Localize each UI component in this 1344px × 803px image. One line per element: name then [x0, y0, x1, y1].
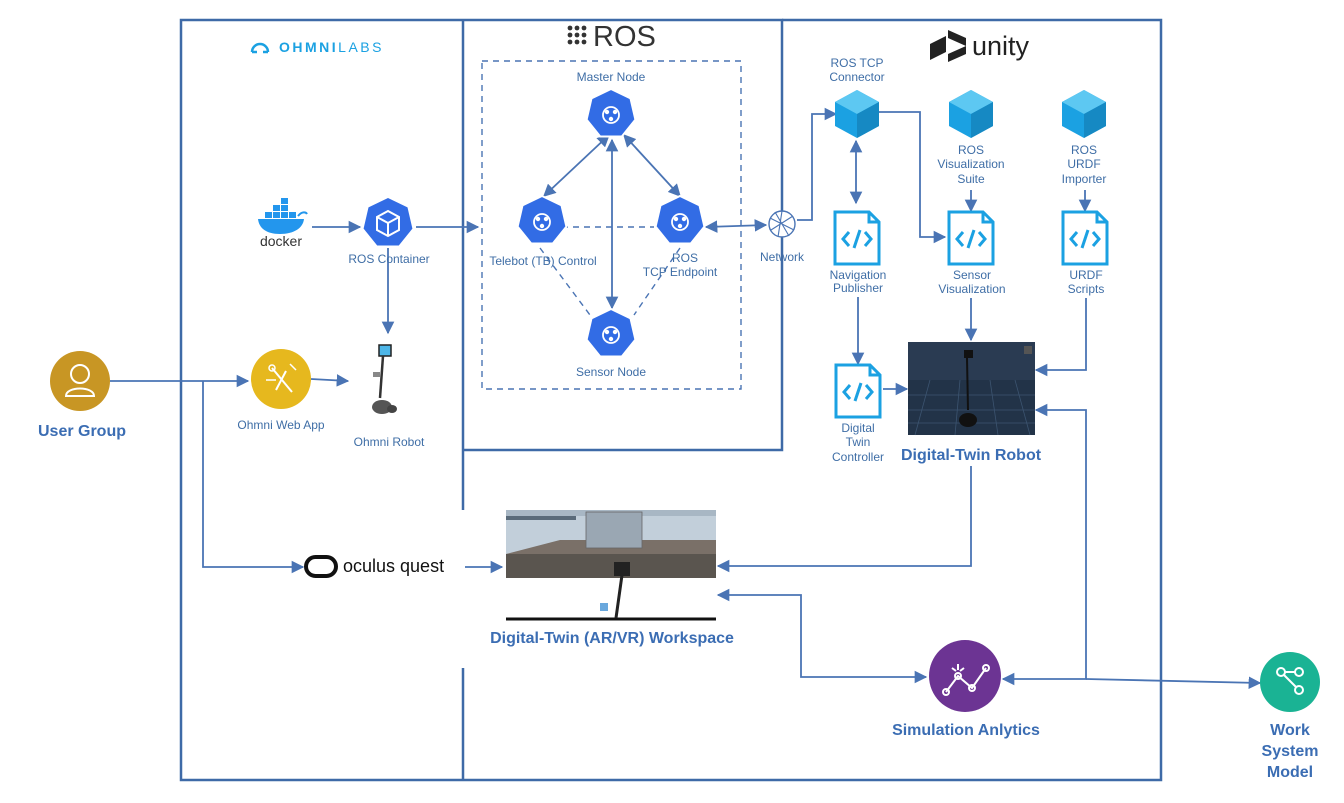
package-cube-icon	[949, 90, 993, 138]
ros-node-icon	[654, 195, 706, 245]
svg-text:Sensor Node: Sensor Node	[576, 365, 646, 379]
svg-text:TCP Endpoint: TCP Endpoint	[643, 265, 718, 279]
simulation-analytics: Simulation Anlytics	[892, 640, 1040, 739]
ros-container: ROS Container	[348, 198, 430, 266]
ohmnilabs-logo: OHMNILABS	[250, 39, 384, 55]
svg-text:Network: Network	[760, 250, 805, 264]
svg-text:Connector: Connector	[829, 70, 884, 84]
analytics-chart-icon	[942, 664, 990, 696]
work-system-model: Work System Model	[1260, 652, 1320, 781]
ros-tcp-endpoint-node: ROS TCP Endpoint	[643, 195, 718, 279]
digital-twin-robot: Digital-Twin Robot	[901, 342, 1042, 464]
workspace-scene-image	[506, 510, 716, 621]
ros-node-icon	[585, 88, 637, 138]
svg-text:Digital-Twin Robot: Digital-Twin Robot	[901, 447, 1042, 464]
digital-twin-controller: Digital Twin Controller	[832, 363, 884, 464]
user-icon	[64, 364, 96, 397]
svg-text:Twin: Twin	[846, 435, 871, 449]
ros-visualization-suite: ROS Visualization Suite	[937, 90, 1005, 186]
svg-text:Importer: Importer	[1062, 172, 1107, 186]
svg-text:docker: docker	[260, 233, 302, 249]
ros-node-icon	[585, 308, 637, 358]
oculus-quest-logo: oculus quest	[304, 555, 444, 578]
docker-logo: docker	[258, 198, 308, 249]
svg-text:ROS Container: ROS Container	[348, 252, 429, 266]
connectors	[110, 107, 1262, 690]
svg-text:Work: Work	[1270, 722, 1310, 739]
master-node: Master Node	[577, 70, 646, 138]
ros-logo: ROS	[567, 21, 656, 53]
robot-scene-image	[908, 342, 1035, 436]
navigation-publisher: Navigation Publisher	[830, 210, 887, 295]
svg-text:Navigation: Navigation	[830, 268, 887, 282]
code-script-icon	[834, 363, 882, 419]
telebot-control-node: Telebot (TB) Control	[489, 195, 597, 268]
code-script-icon	[833, 210, 881, 266]
svg-text:Ohmni Web App: Ohmni Web App	[237, 418, 324, 432]
svg-text:Master Node: Master Node	[577, 70, 646, 84]
svg-text:System: System	[1262, 743, 1319, 760]
svg-text:User Group: User Group	[38, 423, 126, 440]
svg-text:ROS: ROS	[672, 251, 698, 265]
workflow-icon	[1276, 667, 1304, 695]
svg-text:ROS TCP: ROS TCP	[830, 56, 883, 70]
svg-text:ROS: ROS	[593, 21, 656, 53]
svg-text:oculus quest: oculus quest	[343, 556, 444, 576]
sensor-node: Sensor Node	[576, 308, 646, 379]
ohmni-frame	[179, 18, 463, 782]
ros-urdf-importer: ROS URDF Importer	[1062, 90, 1107, 186]
svg-text:Visualization: Visualization	[937, 157, 1004, 171]
unity-frame	[463, 18, 1163, 782]
unity-logo: unity	[930, 30, 1030, 62]
code-script-icon	[947, 210, 995, 266]
user-group: User Group	[38, 351, 126, 440]
svg-text:unity: unity	[972, 31, 1030, 61]
ar-vr-workspace: Digital-Twin (AR/VR) Workspace	[490, 510, 734, 647]
svg-text:Scripts: Scripts	[1068, 282, 1105, 296]
ros-node-icon	[516, 195, 568, 245]
ros-tcp-connector: ROS TCP Connector	[829, 56, 885, 138]
svg-text:Publisher: Publisher	[833, 281, 883, 295]
svg-text:Digital-Twin (AR/VR) Workspace: Digital-Twin (AR/VR) Workspace	[490, 630, 734, 647]
svg-text:Model: Model	[1267, 764, 1313, 781]
svg-text:Digital: Digital	[841, 421, 874, 435]
code-script-icon	[1061, 210, 1109, 266]
svg-text:ROS: ROS	[1071, 143, 1097, 157]
robot-icon	[372, 344, 397, 414]
package-cube-icon	[1062, 90, 1106, 138]
svg-text:ROS: ROS	[958, 143, 984, 157]
svg-text:Visualization: Visualization	[938, 282, 1005, 296]
ohmni-web-app: Ohmni Web App	[237, 349, 325, 432]
container-icon	[363, 198, 413, 246]
svg-text:Telebot (TB) Control: Telebot (TB) Control	[489, 254, 596, 268]
urdf-scripts: URDF Scripts	[1061, 210, 1109, 296]
svg-text:Sensor: Sensor	[953, 268, 991, 282]
svg-text:Simulation Anlytics: Simulation Anlytics	[892, 722, 1040, 739]
svg-text:URDF: URDF	[1069, 268, 1102, 282]
ohmni-robot: Ohmni Robot	[354, 344, 425, 449]
network-icon	[768, 210, 796, 238]
svg-text:Suite: Suite	[957, 172, 985, 186]
compass-icon	[266, 363, 297, 393]
network-node: Network	[760, 210, 805, 264]
package-cube-icon	[835, 90, 879, 138]
svg-text:OHMNILABS: OHMNILABS	[279, 39, 384, 55]
svg-text:Controller: Controller	[832, 450, 884, 464]
svg-text:Ohmni Robot: Ohmni Robot	[354, 435, 425, 449]
svg-text:URDF: URDF	[1067, 157, 1100, 171]
sensor-visualization: Sensor Visualization	[938, 210, 1006, 296]
